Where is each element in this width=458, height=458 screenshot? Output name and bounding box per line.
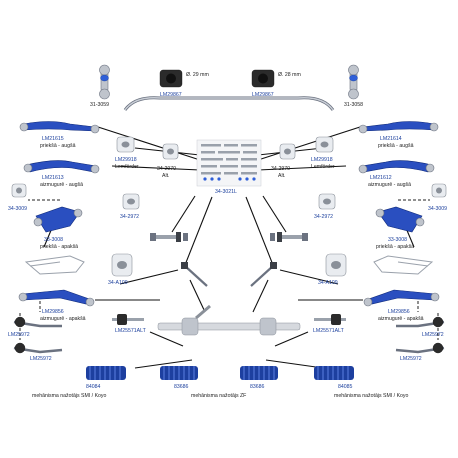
tie-rod-end-left: [13, 316, 62, 328]
stabilizer-bushing-left: [159, 69, 183, 88]
leader-lines: [19, 126, 439, 369]
label-tierod-end-left-b: LM25972: [30, 356, 52, 362]
label-stab-bush-left-size: Ø. 29 mm: [186, 72, 209, 78]
label-stab-bush-right-code: LM29867: [252, 92, 274, 98]
label-lower-rear-right-desc: aizmugurē - apakšā: [378, 316, 424, 322]
label-lower-front-left-code: 33-3008: [44, 237, 63, 243]
label-lower-front-right-code: 33-3008: [388, 237, 407, 243]
label-stab-bush-right-size: Ø. 28 mm: [278, 72, 301, 78]
label-lower-front-left-desc: priekšā - apakšā: [40, 244, 78, 250]
label-lower-rear-left-code: LM29856: [42, 309, 64, 315]
label-a109-right: 34-A109: [318, 280, 338, 286]
stabilizer-bar: [123, 96, 335, 111]
label-upper-front-left-code: LM21615: [42, 136, 64, 142]
label-a109-left: 34-A109: [108, 280, 128, 286]
label-bush-small-right-sub: Alt.: [278, 173, 286, 179]
label-tierod-end-left: LM25972: [8, 332, 30, 338]
bushing-34-3009-left: [11, 183, 27, 198]
steering-rack: [157, 304, 301, 336]
boot-83686-left: [160, 366, 198, 380]
label-lower-bush-left: 34-3009: [8, 206, 27, 212]
label-boot-left-desc: mehānisma nažotājs SMI / Koyo: [32, 393, 107, 399]
label-upper-rear-right-code: LM21612: [370, 175, 392, 181]
knuckle-sketch-right: [373, 255, 434, 275]
knuckle-sketch-left: [24, 255, 85, 275]
stabilizer-link-left: [99, 64, 110, 100]
label-bush-small-left-sub: Alt.: [162, 173, 170, 179]
label-lower-rear-left-desc: aizmugurē - apakšā: [40, 316, 86, 322]
label-boot-right-desc: mehānisma nažotājs SMI / Koyo: [334, 393, 409, 399]
label-boot-center-desc: mehānisma nažotājs ZF: [191, 393, 246, 399]
label-bush-right-desc: Lemförder: [311, 164, 335, 170]
boot-84085: [314, 366, 354, 380]
label-tierod-end-right-b: LM25972: [400, 356, 422, 362]
lower-front-arm-right: [375, 206, 425, 233]
bushing-34-2972-right: [318, 193, 336, 210]
label-bush-2972-right: 34-2972: [314, 214, 333, 220]
long-bolt-left: [181, 262, 208, 287]
bushing-lm29918-left: [116, 136, 135, 153]
upper-front-arm-left: [19, 121, 100, 134]
label-tierod-alt-left: LM25571ALT: [115, 328, 147, 334]
label-boot-center-right: 83686: [250, 384, 265, 390]
label-upper-rear-left-desc: aizmugurē - augšā: [40, 182, 83, 188]
tie-rod-end-right: [396, 316, 445, 328]
boot-83686-right: [240, 366, 278, 380]
label-bush-small-right: 34-2970: [271, 166, 290, 172]
hardware-kit-34-3021l: [196, 139, 262, 187]
label-tierod-alt-right: LM25571ALT: [313, 328, 345, 334]
bushing-34-2972-left: [122, 193, 140, 210]
label-boot-left-code: 84084: [86, 384, 101, 390]
upper-rear-arm-left: [23, 160, 100, 174]
upper-rear-arm-right: [358, 160, 435, 174]
bushing-34-2970-right: [279, 143, 296, 160]
bushing-34-a109-right: [325, 253, 347, 277]
tie-rod-end-right-2: [395, 342, 445, 354]
stabilizer-link-right: [348, 64, 359, 100]
inner-tie-rod-right: [314, 314, 346, 325]
label-upper-front-left-desc: priekšā - augšā: [40, 143, 76, 149]
lower-front-arm-left: [33, 206, 83, 233]
lower-rear-arm-right: [363, 289, 440, 307]
label-stab-link-right: 31-3058: [344, 102, 363, 108]
label-bush-small-left: 34-2970: [157, 166, 176, 172]
label-stab-link-left: 31-3059: [90, 102, 109, 108]
bushing-lm29918-right: [315, 136, 334, 153]
text-labels: 31-3059 31-3058 Ø. 29 mm LM29867 Ø. 28 m…: [8, 72, 447, 399]
label-kit-center: 34-3021L: [215, 189, 237, 195]
tie-rod-end-left-2: [13, 342, 63, 354]
upper-front-arm-right: [358, 121, 439, 134]
bolt-set-right: [270, 232, 308, 242]
label-upper-front-right-code: LM21614: [380, 136, 402, 142]
label-bush-left-code: LM29918: [115, 157, 137, 163]
boot-84084: [86, 366, 126, 380]
bushing-34-a109-left: [111, 253, 133, 277]
label-lower-front-right-desc: priekšā - apakšā: [376, 244, 414, 250]
label-boot-center-left: 83686: [174, 384, 189, 390]
bushing-34-2970-left: [162, 143, 179, 160]
label-boot-right-code: 84085: [338, 384, 353, 390]
inner-tie-rod-left: [112, 314, 144, 325]
label-upper-rear-right-desc: aizmugurē - augšā: [368, 182, 411, 188]
label-lower-bush-right: 34-3009: [428, 206, 447, 212]
label-tierod-end-right: LM25972: [422, 332, 444, 338]
label-stab-bush-left-code: LM29867: [160, 92, 182, 98]
bushing-34-3009-right: [431, 183, 447, 198]
label-bush-left-desc: Lemförder: [115, 164, 139, 170]
label-lower-rear-right-code: LM29856: [388, 309, 410, 315]
long-bolt-right: [250, 262, 277, 287]
label-bush-2972-left: 34-2972: [120, 214, 139, 220]
label-upper-front-right-desc: priekšā - augšā: [378, 143, 414, 149]
bolt-set-left: [150, 232, 188, 242]
label-bush-right-code: LM29918: [311, 157, 333, 163]
stabilizer-bushing-right: [251, 69, 275, 88]
lower-rear-arm-left: [18, 289, 95, 307]
label-upper-rear-left-code: LM21613: [42, 175, 64, 181]
